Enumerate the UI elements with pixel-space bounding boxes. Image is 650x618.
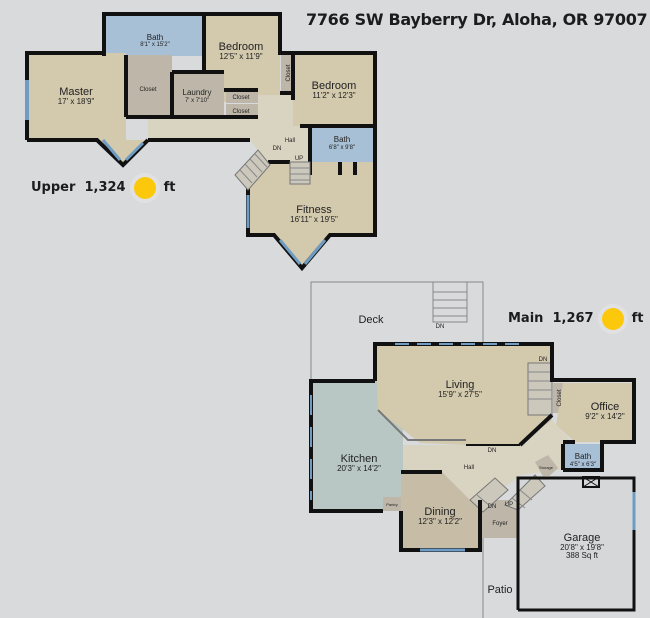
laundry-room <box>172 72 224 117</box>
fitness-dimensions: 16'11" x 19'5" <box>290 215 338 224</box>
dining-dimensions: 12'3" x 12'2" <box>418 517 462 526</box>
hall-dn-label: DN <box>488 448 497 454</box>
small-closet-2 <box>226 104 258 117</box>
living-stairs <box>527 362 553 416</box>
garage-dimensions: 20'8" x 19'8" <box>560 543 604 552</box>
upper-bath-dimensions: 8'1" x 15'2" <box>140 42 170 48</box>
yellow-marker-dot <box>601 307 624 330</box>
dining-label: Dining <box>424 506 455 518</box>
main-floor-plan: Deck DN Living 15'9" x 27'5" DN Closet O… <box>309 281 636 618</box>
main-area-label: Main 1,267 ft <box>508 307 643 331</box>
upper-area-unit: ft <box>163 180 176 195</box>
upper-stairs-down <box>234 149 271 191</box>
living-room <box>375 344 552 445</box>
fitness-label: Fitness <box>296 204 332 216</box>
upper-floor-name: Upper <box>31 180 76 195</box>
small-closet-1-label: Closet <box>232 95 249 101</box>
main-bath-dimensions: 4'5" x 6'3" <box>570 462 596 468</box>
storage-label: Storage <box>539 465 554 470</box>
main-hall-label: Hall <box>464 465 474 471</box>
small-closet-2-label: Closet <box>232 109 249 115</box>
living-dimensions: 15'9" x 27'5" <box>438 390 482 399</box>
bedroom-2-dimensions: 11'2" x 12'3" <box>312 91 355 100</box>
main-up-label: UP <box>505 502 513 508</box>
vertical-closet <box>281 55 293 93</box>
main-closet-label: Closet <box>557 389 563 406</box>
main-bath-room <box>563 444 601 470</box>
upper-area-label: Upper 1,324 ft <box>31 176 175 200</box>
main-dn-label: DN <box>488 504 497 510</box>
main-floor-name: Main <box>508 311 544 326</box>
bedroom-1-dimensions: 12'5" x 11'9" <box>219 52 262 61</box>
garage-label: Garage <box>564 532 601 544</box>
patio-label: Patio <box>487 584 512 596</box>
upper-floor-plan: Master 17' x 18'9" Bath 8'1" x 15'2" Bed… <box>25 12 377 272</box>
storage-room <box>535 455 558 480</box>
living-label: Living <box>446 379 475 391</box>
deck-stairs <box>432 281 468 323</box>
pantry-room <box>383 497 401 511</box>
upper-bath-2-dimensions: 6'8" x 9'8" <box>329 145 355 151</box>
living-dn-label: DN <box>539 357 548 363</box>
kitchen-label: Kitchen <box>341 453 378 465</box>
small-closet-1 <box>226 90 258 103</box>
garage-room <box>518 476 634 610</box>
foyer-label: Foyer <box>492 521 507 527</box>
office-room <box>556 383 634 442</box>
upper-hall-label: Hall <box>285 138 295 144</box>
kitchen-dimensions: 20'3" x 14'2" <box>337 464 381 473</box>
office-dimensions: 9'2" x 14'2" <box>585 412 625 421</box>
master-room <box>27 53 148 165</box>
main-hall <box>403 420 575 500</box>
upper-dn-label: DN <box>273 146 282 152</box>
main-area-unit: ft <box>631 311 644 326</box>
closet-room <box>126 55 172 117</box>
upper-stairs-up <box>289 161 311 185</box>
main-bath-label: Bath <box>575 452 591 461</box>
deck-label: Deck <box>358 314 384 326</box>
upper-bath-2-label: Bath <box>334 135 350 144</box>
upper-bath-2-room <box>310 127 375 162</box>
upper-bath-label: Bath <box>147 33 163 42</box>
bedroom-1-label: Bedroom <box>219 41 264 53</box>
upper-up-label: UP <box>295 156 303 162</box>
master-dimensions: 17' x 18'9" <box>58 97 95 106</box>
office-label: Office <box>591 401 620 413</box>
deck-dn-label: DN <box>436 324 445 330</box>
bedroom-2-label: Bedroom <box>312 80 357 92</box>
upper-bedroom-2-room <box>293 53 375 126</box>
main-floor-area: 1,267 <box>552 311 594 326</box>
main-closet <box>553 383 563 413</box>
garage-area: 388 Sq ft <box>566 551 599 560</box>
dining-room <box>401 472 480 550</box>
closet-label: Closet <box>139 87 156 93</box>
vertical-closet-label: Closet <box>286 64 292 81</box>
laundry-label: Laundry <box>183 88 212 97</box>
upper-floor-area: 1,324 <box>84 180 126 195</box>
yellow-marker-dot <box>133 176 156 199</box>
master-label: Master <box>59 86 93 98</box>
upper-bath-room <box>104 14 204 56</box>
property-address-title: 7766 SW Bayberry Dr, Aloha, OR 97007 <box>306 10 648 29</box>
pantry-label: Pantry <box>386 502 398 507</box>
laundry-dimensions: 7' x 7'10" <box>185 98 209 104</box>
